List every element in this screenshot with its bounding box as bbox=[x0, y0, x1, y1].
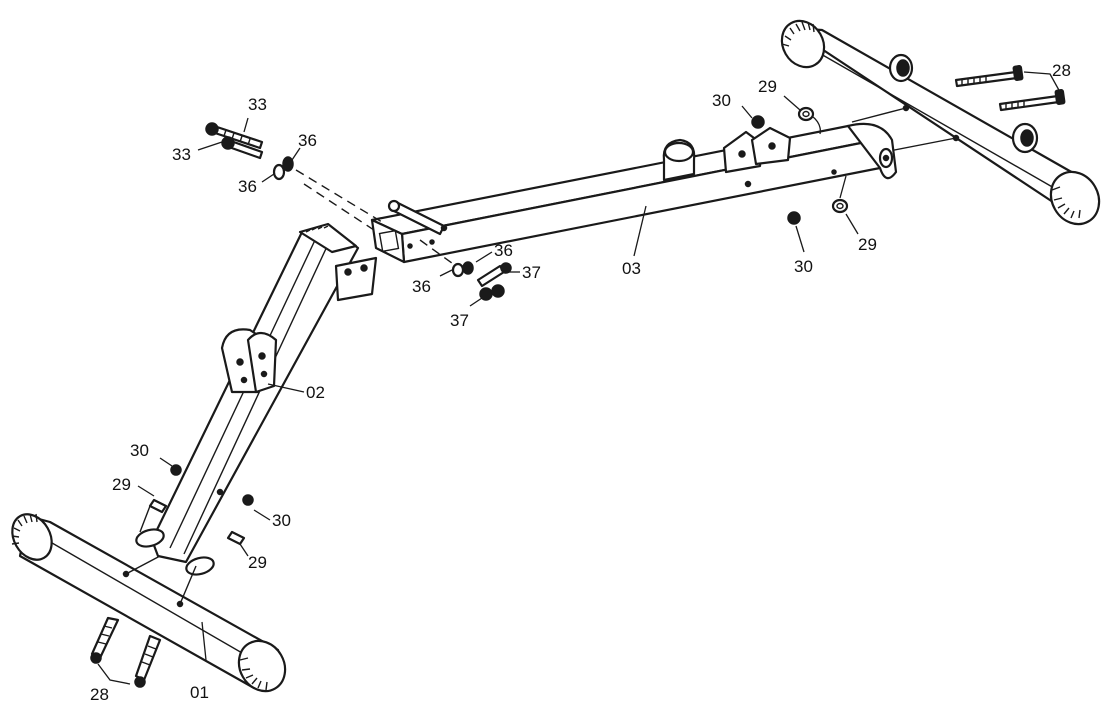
label-29-upright-right: 29 bbox=[248, 553, 267, 572]
nut-36-upper-a bbox=[282, 156, 294, 172]
label-37-bottom: 37 bbox=[450, 311, 469, 330]
nut-36-center-b bbox=[462, 261, 474, 275]
bolt-28-front-left bbox=[90, 616, 120, 664]
label-28-rear: 28 bbox=[1052, 61, 1071, 80]
label-36-center-right: 36 bbox=[494, 241, 513, 260]
nut-30-upright-left bbox=[170, 464, 182, 476]
rear-stabilizer-end-cap-left bbox=[780, 19, 826, 69]
bolt-28-front-right bbox=[134, 634, 162, 688]
nut-30-beam-top bbox=[751, 115, 765, 129]
label-03: 03 bbox=[622, 259, 641, 278]
washer-29-beam-top bbox=[797, 106, 815, 122]
bolt-37-a bbox=[476, 262, 512, 288]
bolt-28-rear-lower bbox=[998, 89, 1066, 112]
transport-wheel-upper bbox=[888, 53, 914, 83]
bolt-33-lower bbox=[221, 136, 264, 160]
front-stabilizer-end-cap-left bbox=[11, 513, 53, 561]
front-upright-part-02 bbox=[135, 222, 378, 576]
nut-30-beam-bottom bbox=[787, 211, 801, 225]
rear-stabilizer-part-04 bbox=[780, 19, 1101, 226]
bolt-37-b bbox=[479, 284, 505, 301]
label-36-top: 36 bbox=[298, 131, 317, 150]
label-36-center-left: 36 bbox=[412, 277, 431, 296]
label-30-beam-top: 30 bbox=[712, 91, 731, 110]
label-29-beam-top: 29 bbox=[758, 77, 777, 96]
main-beam-part-03 bbox=[370, 122, 898, 264]
label-29-beam-bottom: 29 bbox=[858, 235, 877, 254]
label-29-upright-left: 29 bbox=[112, 475, 131, 494]
label-36-left: 36 bbox=[238, 177, 257, 196]
label-33-top: 33 bbox=[248, 95, 267, 114]
label-33-left: 33 bbox=[172, 145, 191, 164]
bolt-28-rear-upper bbox=[954, 65, 1024, 88]
washer-29-upright-right bbox=[226, 530, 246, 546]
front-stabilizer-end-cap-right bbox=[237, 639, 287, 693]
label-37-right: 37 bbox=[522, 263, 541, 282]
label-30-beam-bottom: 30 bbox=[794, 257, 813, 276]
front-stabilizer-part-01 bbox=[11, 513, 287, 693]
bolt-33-upper bbox=[205, 122, 264, 150]
nut-36-center-a bbox=[451, 262, 465, 278]
transport-wheel-lower bbox=[1011, 122, 1039, 154]
washer-29-beam-bottom bbox=[831, 198, 849, 214]
rear-stabilizer-end-cap-right bbox=[1049, 170, 1101, 226]
label-02: 02 bbox=[306, 383, 325, 402]
label-01: 01 bbox=[190, 683, 209, 702]
label-30-upright-left: 30 bbox=[130, 441, 149, 460]
nut-36-upper-b bbox=[272, 163, 286, 181]
label-30-upright-right: 30 bbox=[272, 511, 291, 530]
label-28-front: 28 bbox=[90, 685, 109, 704]
washer-29-upright-left bbox=[148, 498, 168, 514]
nut-30-upright-right bbox=[242, 494, 254, 506]
